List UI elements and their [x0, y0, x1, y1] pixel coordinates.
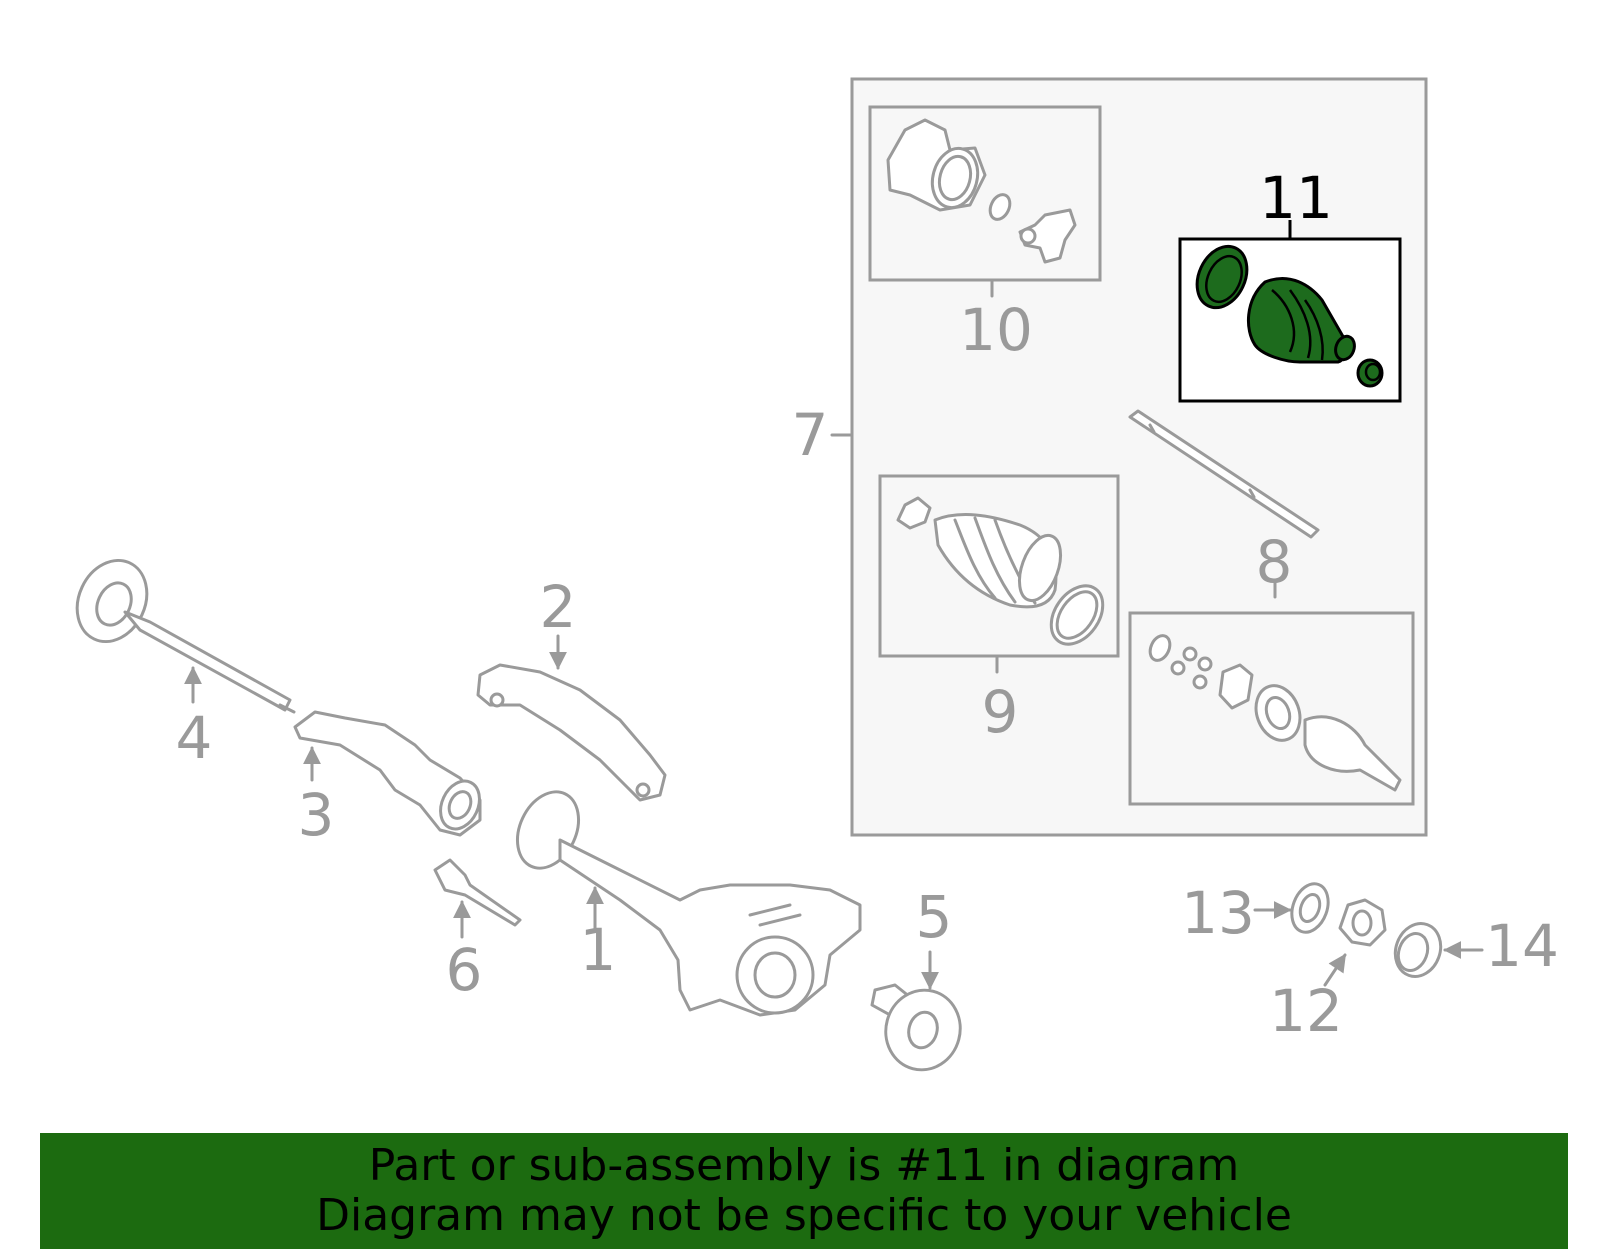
part-1-differential[interactable] [506, 782, 862, 1017]
small-ring [988, 193, 1012, 221]
callout-10[interactable]: 10 [959, 296, 1033, 364]
inner-boot-ring [1049, 584, 1105, 646]
part-14-cap[interactable] [1388, 917, 1448, 983]
callout-14[interactable]: 14 [1485, 912, 1559, 980]
part-6-pin[interactable] [433, 858, 522, 927]
boot-clamp-small [1356, 358, 1384, 388]
callout-4[interactable]: 4 [176, 704, 213, 772]
part-8-axle-shaft[interactable] [1128, 409, 1320, 599]
callout-1[interactable]: 1 [580, 916, 617, 984]
cv-boot [1246, 277, 1356, 364]
banner-line-1: Part or sub-assembly is #11 in diagram [368, 1140, 1240, 1191]
callout-12[interactable]: 12 [1269, 977, 1343, 1045]
callout-6[interactable]: 6 [446, 936, 483, 1004]
leader-lines [184, 634, 1484, 990]
part-2-bracket[interactable] [476, 663, 667, 802]
part-5-flange[interactable] [870, 982, 969, 1078]
callout-2[interactable]: 2 [540, 573, 577, 641]
part-8-box[interactable] [1128, 611, 1415, 806]
callout-labels: 1 2 3 4 5 6 7 8 9 10 11 12 13 14 [176, 164, 1559, 1045]
inner-boot-clamp [896, 496, 932, 530]
callout-5[interactable]: 5 [916, 883, 953, 951]
callout-7[interactable]: 7 [792, 401, 829, 469]
part-10-box[interactable] [868, 105, 1102, 298]
part-11-box[interactable] [1178, 220, 1402, 403]
callout-9[interactable]: 9 [982, 678, 1019, 746]
info-banner: Part or sub-assembly is #11 in diagram D… [40, 1133, 1568, 1249]
part-9-box[interactable] [878, 474, 1120, 674]
part-3-bracket[interactable] [293, 710, 487, 837]
part-12-nut[interactable] [1338, 898, 1387, 947]
inner-cv-boot [933, 513, 1063, 609]
tripod-joint [1018, 208, 1077, 264]
callout-3[interactable]: 3 [298, 781, 335, 849]
banner-line-2: Diagram may not be specific to your vehi… [316, 1190, 1292, 1241]
callout-13[interactable]: 13 [1181, 879, 1255, 947]
part-4-axle-shaft[interactable] [64, 549, 296, 714]
callout-11[interactable]: 11 [1259, 164, 1333, 232]
outer-cv-housing [886, 118, 987, 212]
callout-8[interactable]: 8 [1256, 528, 1293, 596]
part-13-washer[interactable] [1285, 879, 1334, 938]
